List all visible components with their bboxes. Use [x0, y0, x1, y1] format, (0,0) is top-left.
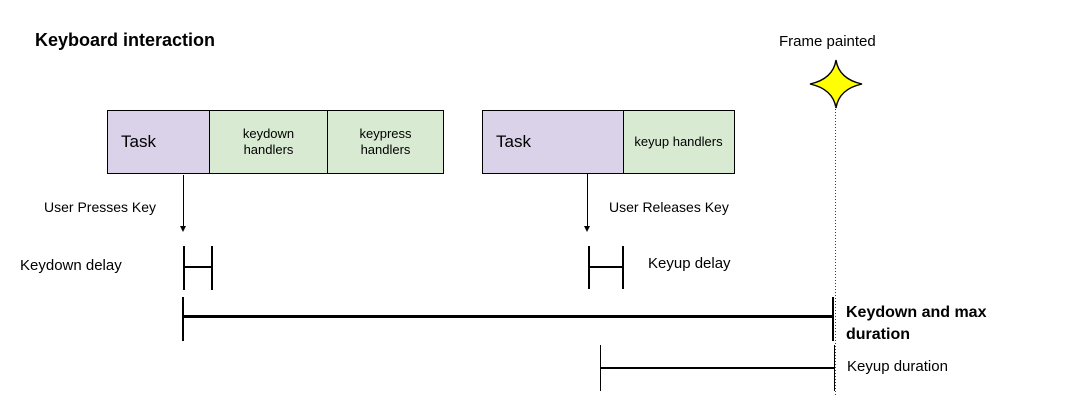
keyup-delay-start-tick: [588, 246, 590, 289]
keyup-handlers-block: keyup handlers: [622, 110, 735, 174]
user-presses-key-label: User Presses Key: [44, 199, 157, 215]
frame-painted-label: Frame painted: [779, 33, 876, 50]
task-block-1: Task: [107, 110, 210, 174]
user-releases-key-label: User Releases Key: [609, 199, 729, 215]
keyup-handlers-label: keyup handlers: [634, 134, 723, 149]
keydown-delay-end-tick: [211, 246, 213, 290]
keydown-delay-connector: [183, 266, 212, 268]
keydown-handlers-block: keydown handlers: [208, 110, 329, 174]
keyup-duration-start-tick: [600, 345, 601, 391]
down-arrow-icon: [180, 226, 186, 232]
keydown-max-duration-label: Keydown and max duration: [846, 304, 987, 343]
keydown-task-group: Task keydown handlers keypress handlers: [107, 110, 444, 174]
user-presses-key-arrow-line: [183, 175, 184, 226]
keyup-delay-connector: [588, 266, 623, 268]
down-arrow-icon: [584, 226, 590, 232]
keyup-delay-label: Keyup delay: [648, 255, 731, 272]
user-releases-key-arrow-line: [587, 174, 588, 226]
keydown-delay-label: Keydown delay: [20, 257, 122, 274]
keydown-delay-start-tick: [183, 246, 185, 290]
task-block-2: Task: [482, 110, 624, 174]
task-block-2-label: Task: [496, 132, 531, 151]
keyup-duration-end-tick: [834, 345, 835, 391]
keyup-duration-label: Keyup duration: [847, 358, 948, 375]
keydown-max-duration-line: [183, 315, 834, 318]
frame-paint-dotted-line: [835, 106, 836, 395]
four-point-star-icon: [809, 59, 863, 109]
keypress-handlers-block: keypress handlers: [327, 110, 444, 174]
keydown-max-duration-start-cap: [182, 297, 184, 341]
keydown-max-duration-end-cap: [832, 297, 834, 341]
keyup-task-group: Task keyup handlers: [482, 110, 735, 174]
keyup-duration-line: [600, 367, 835, 369]
keyup-delay-end-tick: [622, 246, 624, 289]
keypress-handlers-label: keypress handlers: [359, 126, 412, 157]
page-title: Keyboard interaction: [35, 30, 216, 50]
keydown-handlers-label: keydown handlers: [242, 126, 295, 157]
task-block-1-label: Task: [121, 132, 156, 151]
